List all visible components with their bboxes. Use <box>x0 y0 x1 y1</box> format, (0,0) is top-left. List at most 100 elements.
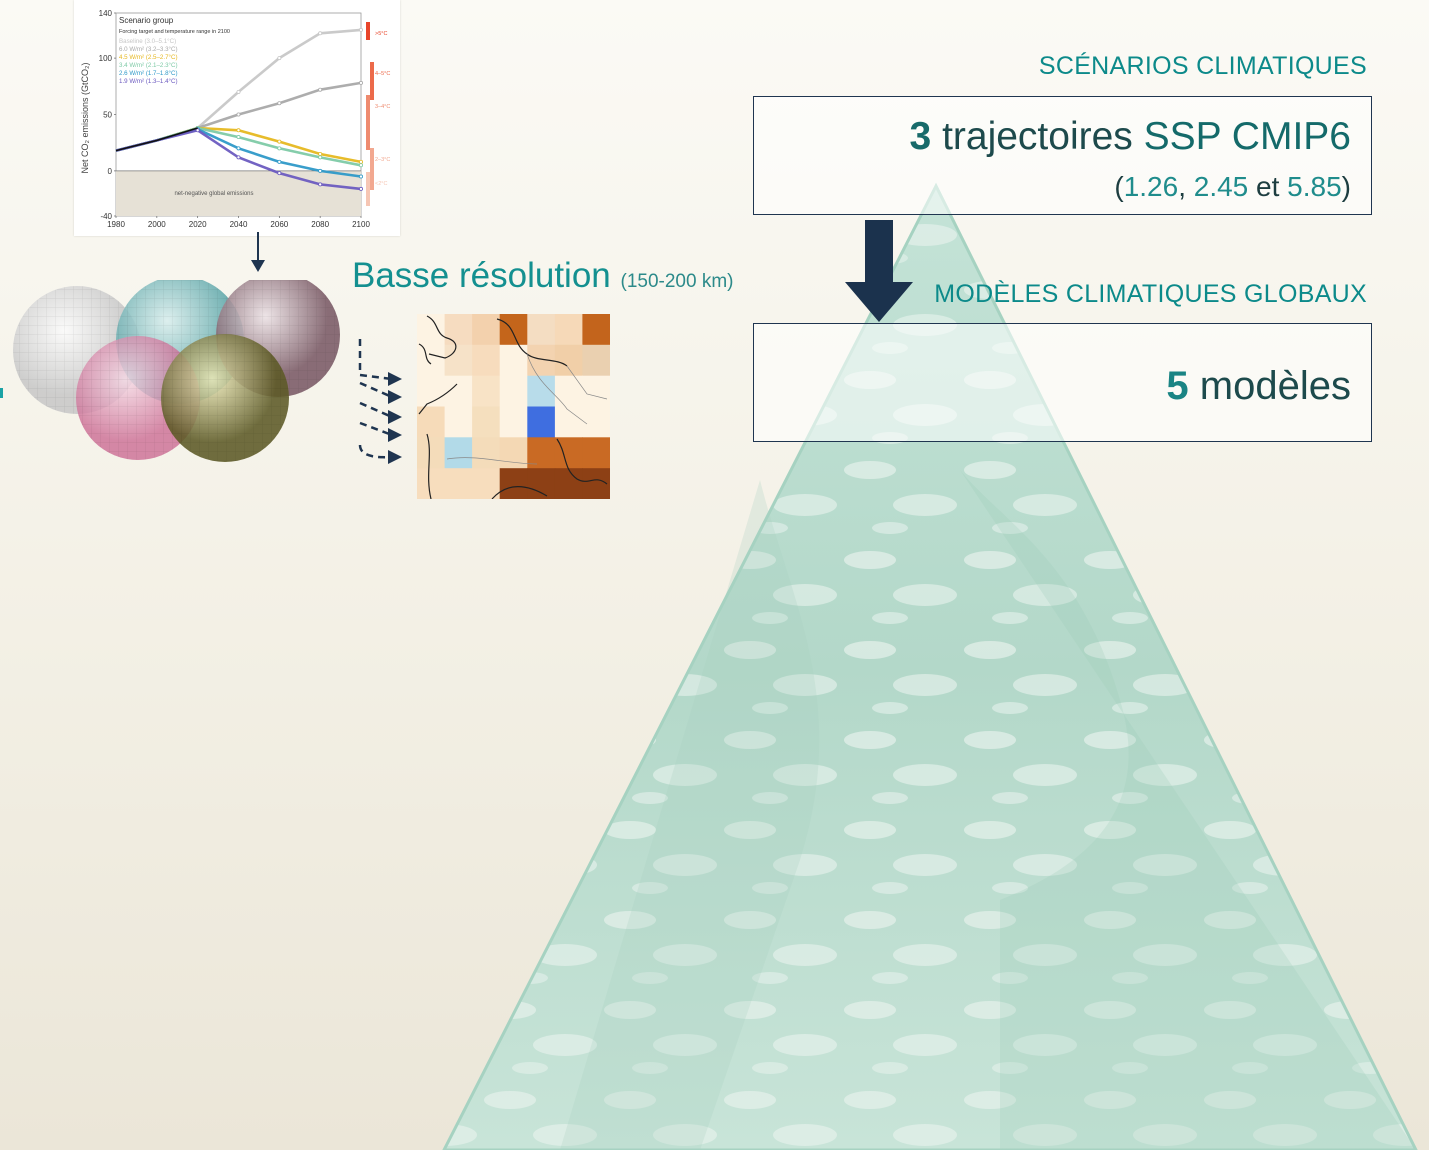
series-point <box>318 182 323 187</box>
map-cell <box>417 468 446 499</box>
historical-line <box>115 127 198 152</box>
map-cell <box>527 406 556 438</box>
legend-item: 3.4 W/m² (2.1–2.3°C) <box>119 62 178 69</box>
paren-close: ) <box>1341 171 1351 202</box>
series-point <box>358 80 363 85</box>
scenarios-box: 3 trajectoires SSP CMIP6 (1.26, 2.45 et … <box>753 96 1372 215</box>
model-sphere-pink <box>76 336 200 460</box>
series-lines <box>115 27 363 191</box>
map-grid-cells <box>417 314 610 499</box>
series-point <box>236 89 241 94</box>
map-cell <box>417 406 446 438</box>
temperature-bars: >5°C4–5°C3–4°C2–3°C<2°C <box>366 22 390 206</box>
legend-item: Baseline (3.0–5.1°C) <box>119 38 176 45</box>
series-point <box>318 155 323 160</box>
map-cell <box>554 406 583 438</box>
series-point <box>318 168 323 173</box>
map-cell <box>472 468 501 499</box>
series-point <box>277 171 282 176</box>
map-cell <box>582 375 610 407</box>
series-point <box>358 27 363 32</box>
temperature-label: 2–3°C <box>375 157 390 163</box>
temperature-label: >5°C <box>375 31 387 37</box>
temperature-bar <box>366 172 370 206</box>
series-point <box>236 155 241 160</box>
map-cell <box>472 344 501 377</box>
series-point <box>236 135 241 140</box>
legend-subtitle: Forcing target and temperature range in … <box>119 29 230 35</box>
map-cell <box>472 375 501 407</box>
legend-title: Scenario group <box>119 16 174 25</box>
map-borders <box>446 353 608 465</box>
global-models-title: MODÈLES CLIMATIQUES GLOBAUX <box>934 280 1367 308</box>
map-cell <box>444 468 473 499</box>
map-cell <box>444 344 473 377</box>
series-point <box>277 159 282 164</box>
model-sphere-olive <box>161 334 289 462</box>
series-point <box>277 139 282 144</box>
map-cell <box>554 344 583 377</box>
map-cell <box>582 468 610 499</box>
map-cell <box>417 344 446 377</box>
series-point <box>236 128 241 133</box>
series-point <box>236 146 241 151</box>
legend-item: 2.6 W/m² (1.7–1.8°C) <box>119 70 178 77</box>
map-cell <box>499 437 528 469</box>
map-cell <box>499 468 528 499</box>
map-cell <box>472 406 501 438</box>
temperature-bar <box>366 22 370 40</box>
map-cell <box>527 468 556 499</box>
y-tick-label: 100 <box>99 54 113 63</box>
global-models-count: 5 <box>1166 364 1189 408</box>
series-point <box>318 87 323 92</box>
emissions-chart-svg: Net CO₂ emissions (GtCO₂) net-negative g… <box>80 9 390 229</box>
temperature-bar <box>370 62 374 100</box>
global-models-box: 5 modèles <box>753 323 1372 442</box>
legend-item: 6.0 W/m² (3.2–3.3°C) <box>119 46 178 53</box>
x-tick-label: 1980 <box>107 220 125 229</box>
x-tick-label: 2020 <box>189 220 207 229</box>
map-cell <box>472 437 501 469</box>
temperature-bar <box>366 95 370 150</box>
low-resolution-subtitle: (150-200 km) <box>620 271 734 292</box>
scenarios-title: SCÉNARIOS CLIMATIQUES <box>1038 52 1367 80</box>
x-tick-label: 2040 <box>230 220 248 229</box>
edge-marker <box>0 388 3 398</box>
map-cell <box>582 406 610 438</box>
scenarios-main-line: 3 trajectoires SSP CMIP6 <box>910 115 1351 159</box>
global-models-line: 5 modèles <box>1166 364 1351 409</box>
series-point <box>358 186 363 191</box>
x-tick-label: 2000 <box>148 220 166 229</box>
map-cell <box>582 344 610 377</box>
y-tick-label: 140 <box>99 9 113 18</box>
emissions-chart: Net CO₂ emissions (GtCO₂) net-negative g… <box>74 0 400 236</box>
legend-item: 1.9 W/m² (1.3–1.4°C) <box>119 78 178 85</box>
map-cell <box>499 314 528 346</box>
x-tick-label: 2060 <box>270 220 288 229</box>
temperature-bar <box>370 148 374 190</box>
map-cell <box>499 344 528 377</box>
map-cell <box>499 406 528 438</box>
series-point <box>358 159 363 164</box>
scenario-value-1: 1.26 <box>1123 171 1179 202</box>
scenarios-values-line: (1.26, 2.45 et 5.85) <box>1114 171 1351 203</box>
series-point <box>277 56 282 61</box>
scenarios-ssp-label: SSP CMIP6 <box>1143 115 1351 158</box>
scenarios-label: trajectoires <box>942 115 1133 158</box>
low-resolution-title: Basse résolution (150-200 km) <box>352 256 734 296</box>
paren-open: ( <box>1114 171 1124 202</box>
scenarios-count: 3 <box>909 115 932 158</box>
series-point <box>318 151 323 156</box>
y-tick-label: 0 <box>108 167 113 176</box>
temperature-label: <2°C <box>375 181 387 187</box>
scenario-value-3: 5.85 <box>1287 171 1342 202</box>
series-point <box>277 101 282 106</box>
x-tick-label: 2080 <box>311 220 329 229</box>
x-tick-label: 2100 <box>352 220 370 229</box>
map-cell <box>444 314 473 346</box>
low-resolution-label: Basse résolution <box>352 256 611 295</box>
dashed-arrows <box>358 339 402 464</box>
map-cell <box>582 437 610 469</box>
